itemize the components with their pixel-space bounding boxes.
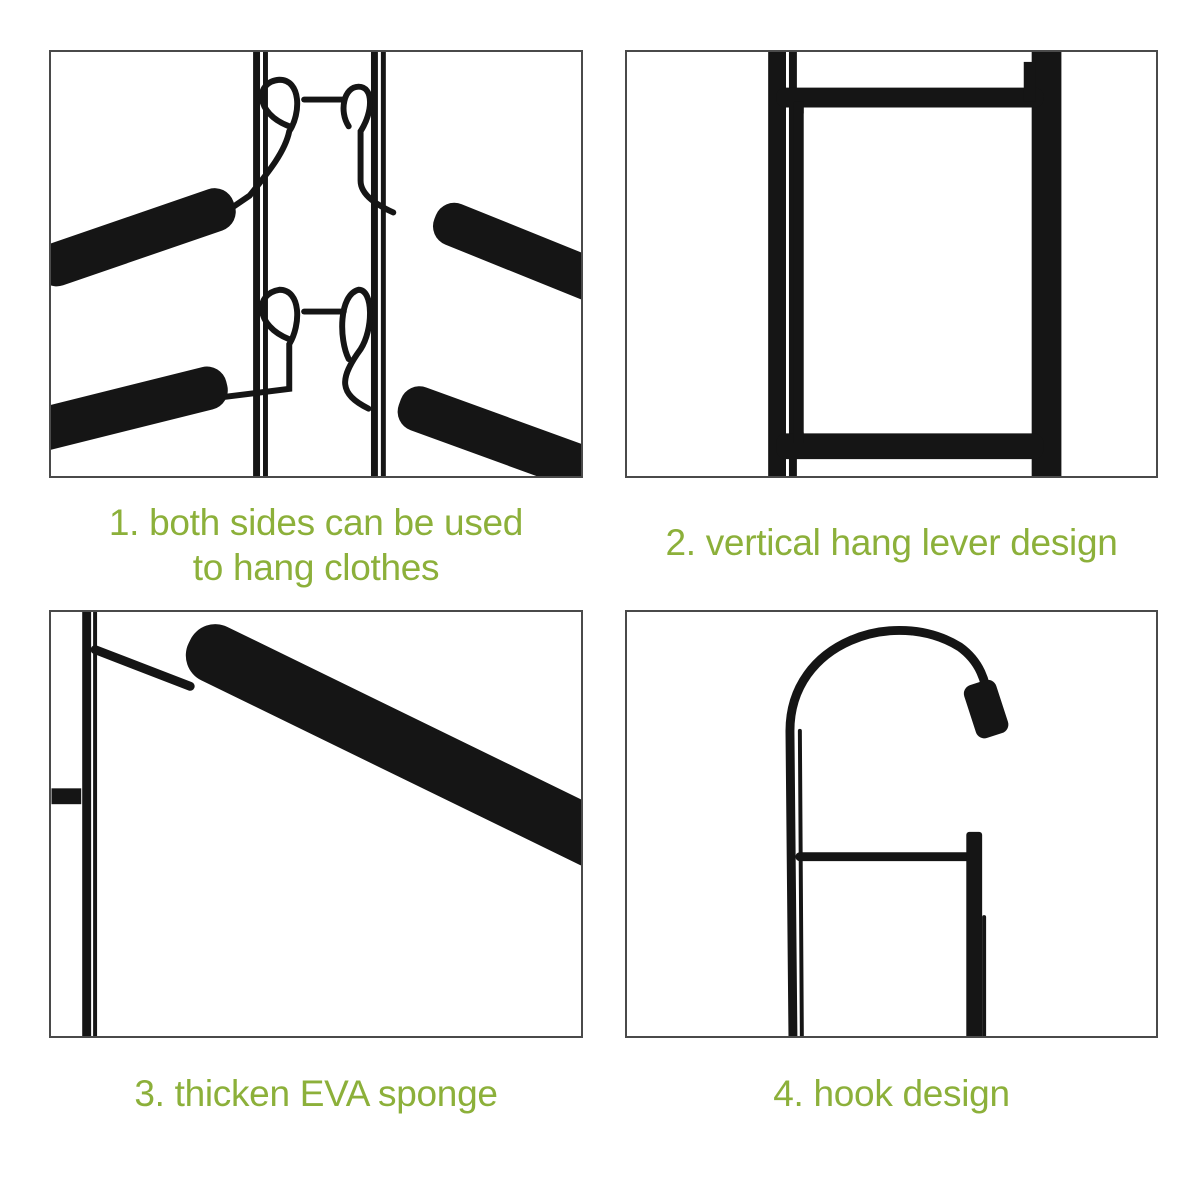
photo-panel-vertical-lever — [625, 50, 1158, 478]
hanger-vertical-lever-photo — [768, 52, 1062, 476]
hanger-eva-sponge-photo — [51, 612, 581, 1036]
photo-panel-double-sided — [49, 50, 583, 478]
photo-panel-hook — [625, 610, 1158, 1038]
caption-line: 1. both sides can be used — [108, 502, 524, 543]
caption-line: 2. vertical hang lever design — [665, 522, 1118, 563]
hanger-hook-photo — [785, 626, 1009, 1036]
caption-line: 4. hook design — [773, 1073, 1010, 1114]
caption-eva-sponge: 3. thicken EVA sponge — [49, 1071, 583, 1116]
photo-panel-eva-sponge — [49, 610, 583, 1038]
caption-line: 3. thicken EVA sponge — [134, 1073, 498, 1114]
caption-vertical-lever: 2. vertical hang lever design — [625, 520, 1158, 565]
caption-line: to hang clothes — [192, 547, 440, 588]
hanger-double-sided-photo — [51, 52, 581, 476]
caption-hook-design: 4. hook design — [625, 1071, 1158, 1116]
caption-both-sides: 1. both sides can be used to hang clothe… — [49, 500, 583, 590]
